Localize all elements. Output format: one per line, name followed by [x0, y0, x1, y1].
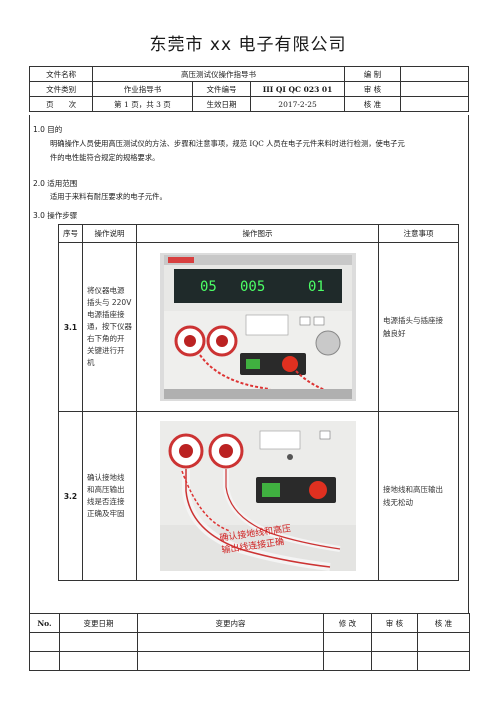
label-file-category: 文件类别 [28, 81, 94, 97]
step-note: 接地线和高压输出 线无松动 [378, 411, 459, 581]
table-row [29, 632, 470, 652]
change-history-table: No. 变更日期 变更内容 修 改 审 核 核 准 [29, 613, 470, 671]
tester-front-panel-photo: 05 005 01 [159, 253, 356, 401]
section-3-title: 3.0 操作步骤 [33, 211, 78, 220]
col-header-description: 操作说明 [82, 224, 137, 243]
label-reviewed: 审 核 [343, 81, 402, 97]
col-header-no: No. [29, 613, 60, 633]
step-description: 将仪器电源 插头与 220V 电源插座接 通，按下仪器 右下角的开 关键进行开 … [82, 242, 137, 412]
svg-text:005: 005 [240, 279, 265, 295]
value-file-name: 高压测试仪操作指导书 [92, 66, 345, 82]
value-page: 第 1 页，共 3 页 [92, 96, 193, 112]
label-page: 页 次 [28, 96, 94, 112]
value-effective-date: 2017-2-25 [250, 96, 345, 112]
label-file-name: 文件名称 [28, 66, 94, 82]
label-effective-date: 生效日期 [191, 96, 252, 112]
step-number: 3.1 [58, 242, 83, 412]
col-header-seq: 序号 [58, 224, 83, 243]
table-row: 3.1 将仪器电源 插头与 220V 电源插座接 通，按下仪器 右下角的开 关键… [58, 242, 459, 412]
document-header-table: 文件名称 高压测试仪操作指导书 编 制 文件类别 作业指导书 文件编号 III … [28, 66, 469, 112]
value-prepared [400, 66, 469, 82]
col-header-modify: 修 改 [323, 613, 372, 633]
section-1-line-1: 明确操作人员使用高压测试仪的方法、步骤和注意事项，规范 IQC 人员在电子元件来… [50, 139, 405, 148]
step-note: 电源插头与插座接 触良好 [378, 242, 459, 412]
section-1-title: 1.0 目的 [33, 125, 63, 134]
svg-text:05: 05 [200, 279, 217, 295]
label-approved: 核 准 [343, 96, 402, 112]
step-number: 3.2 [58, 411, 83, 581]
section-1-line-2: 件的电性能符合规定的规格要求。 [50, 153, 160, 162]
step-description: 确认接地线 和高压输出 线是否连接 正确及牢固 [82, 411, 137, 581]
col-header-illustration: 操作图示 [136, 224, 379, 243]
col-header-change-content: 变更内容 [137, 613, 324, 633]
col-header-review: 审 核 [371, 613, 418, 633]
label-file-number: 文件编号 [191, 81, 252, 97]
value-approved [400, 96, 469, 112]
label-prepared: 编 制 [343, 66, 402, 82]
value-reviewed [400, 81, 469, 97]
company-title: 东莞市 xx 电子有限公司 [149, 35, 347, 55]
step-illustration: 05 005 01 [136, 242, 379, 412]
col-header-notes: 注意事项 [378, 224, 459, 243]
table-row: 3.2 确认接地线 和高压输出 线是否连接 正确及牢固 [58, 411, 459, 581]
col-header-approve: 核 准 [417, 613, 470, 633]
table-row [29, 651, 470, 671]
col-header-change-date: 变更日期 [59, 613, 138, 633]
operation-steps-table: 序号 操作说明 操作图示 注意事项 3.1 将仪器电源 插头与 220V 电源插… [58, 224, 459, 581]
step-illustration: 确认接地线和高压 输出线连接正确 [136, 411, 379, 581]
value-file-number: III QI QC 023 01 [250, 81, 345, 97]
value-file-category: 作业指导书 [92, 81, 193, 97]
svg-text:01: 01 [308, 279, 325, 295]
tester-connection-photo: 确认接地线和高压 输出线连接正确 [159, 421, 356, 571]
section-2-line-1: 适用于来料有耐压要求的电子元件。 [50, 192, 167, 201]
section-2-title: 2.0 适用范围 [33, 179, 78, 188]
